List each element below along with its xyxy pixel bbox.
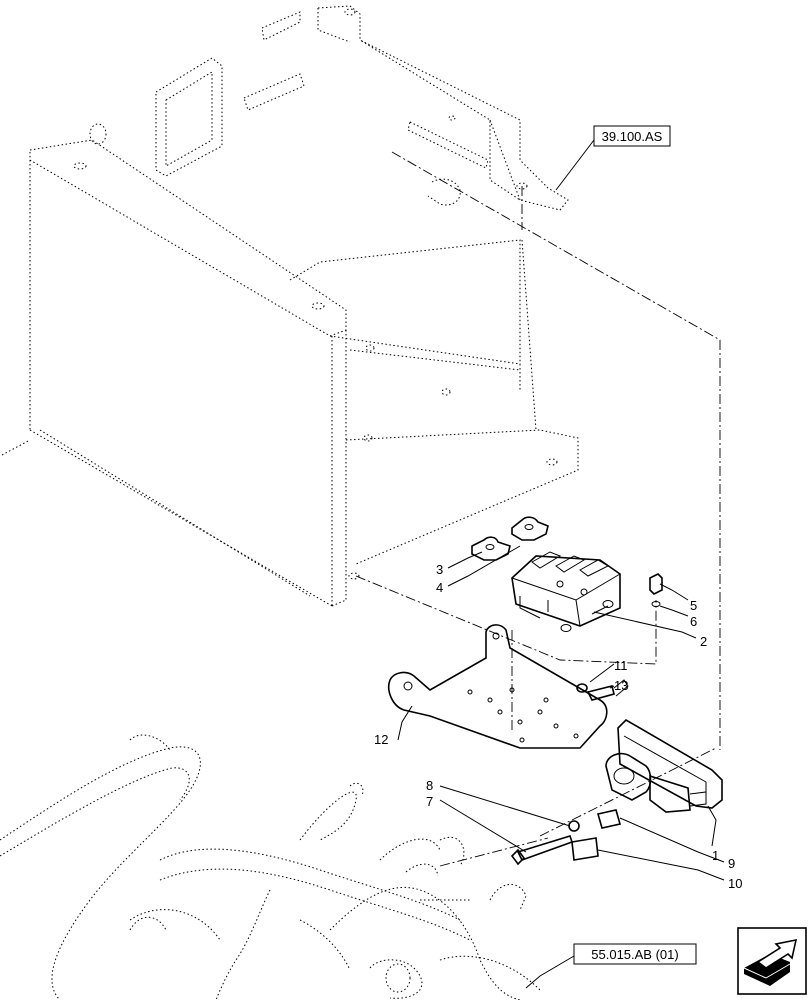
callout-1: 1 [712, 848, 719, 863]
callout-12: 12 [374, 732, 388, 747]
bolt-washer-7-8 [510, 820, 580, 866]
callout-9: 9 [728, 856, 735, 871]
reference-55-015-ab[interactable]: 55.015.AB (01) [573, 943, 697, 965]
callout-13: 13 [614, 678, 628, 693]
reference-label: 39.100.AS [602, 129, 663, 144]
battery-switch [605, 718, 723, 813]
bolt-washer-11-13 [576, 679, 629, 701]
mounting-plate [388, 624, 608, 749]
battery-box [1, 123, 579, 607]
callout-6: 6 [690, 614, 697, 629]
callout-11: 11 [614, 658, 628, 673]
callout-labels: 3 4 5 6 2 11 13 12 8 7 1 9 10 [374, 562, 742, 891]
wiring-harness [0, 734, 541, 1000]
callout-8: 8 [426, 778, 433, 793]
relay-block [511, 551, 621, 632]
frame-bracket [155, 5, 569, 211]
assembly-lines [355, 151, 721, 867]
leader-lines [397, 139, 725, 989]
callout-5: 5 [690, 598, 697, 613]
callout-7: 7 [426, 794, 433, 809]
reference-39-100-as[interactable]: 39.100.AS [593, 125, 671, 147]
callout-2: 2 [700, 634, 707, 649]
reference-label: 55.015.AB (01) [591, 947, 678, 962]
callout-3: 3 [436, 562, 443, 577]
arrow-icon[interactable] [737, 927, 807, 995]
callout-4: 4 [436, 580, 443, 595]
clamp-parts [471, 516, 549, 561]
small-parts-9-10 [571, 809, 622, 861]
bolt-washer-5-6 [649, 573, 663, 607]
callout-10: 10 [728, 876, 742, 891]
